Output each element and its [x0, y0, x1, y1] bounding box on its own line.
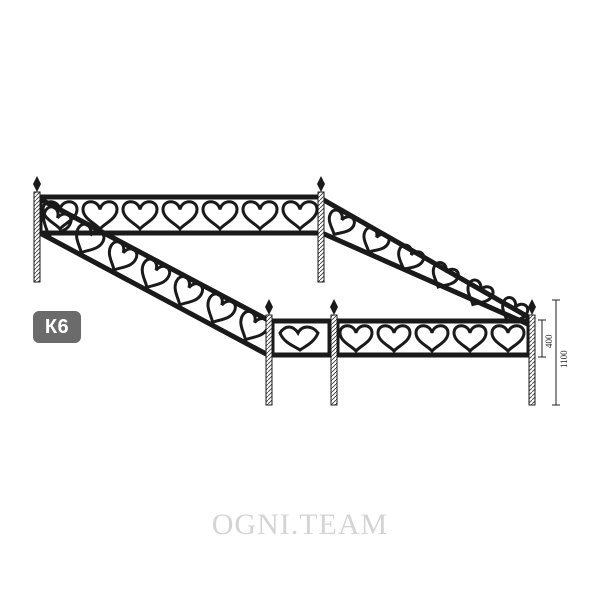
right-fence-panel — [319, 194, 533, 329]
heart-ornament — [327, 208, 356, 237]
front-fence-panel — [334, 318, 532, 358]
gate-panel — [269, 318, 333, 358]
fence-posts — [33, 176, 536, 406]
dimension-lines — [538, 299, 560, 406]
heart-ornament — [397, 243, 426, 272]
heart-ornament — [206, 292, 237, 325]
heart-ornament — [281, 200, 319, 232]
heart-ornament — [452, 324, 488, 354]
post-front-left — [265, 299, 273, 406]
heart-ornament — [107, 240, 139, 273]
heart-ornament — [81, 200, 119, 232]
heart-ornament — [121, 200, 159, 232]
heart-ornament — [241, 200, 279, 232]
post-back-left — [33, 176, 41, 283]
product-code-badge: К6 — [33, 311, 81, 343]
heart-ornament — [161, 200, 199, 232]
heart-ornament — [501, 296, 530, 324]
heart-ornament — [431, 261, 460, 289]
post-back-right — [317, 176, 325, 283]
heart-ornament — [362, 226, 391, 254]
panel-height-label: 400 — [544, 334, 554, 348]
heart-ornament — [75, 222, 106, 255]
heart-ornament — [338, 324, 374, 354]
heart-ornament — [490, 324, 526, 354]
heart-ornament — [201, 200, 239, 232]
watermark: OGNI.TEAM — [211, 508, 389, 541]
heart-ornament — [414, 324, 450, 354]
heart-ornament — [140, 257, 172, 290]
heart-ornament — [173, 275, 204, 308]
post-front-middle — [330, 299, 338, 406]
back-fence-panel — [37, 194, 323, 236]
total-height-label: 1100 — [559, 350, 569, 368]
heart-ornament — [42, 205, 73, 238]
post-front-right — [528, 299, 536, 406]
heart-ornament — [466, 278, 495, 307]
heart-ornament — [376, 324, 412, 354]
heart-ornament — [41, 200, 79, 232]
